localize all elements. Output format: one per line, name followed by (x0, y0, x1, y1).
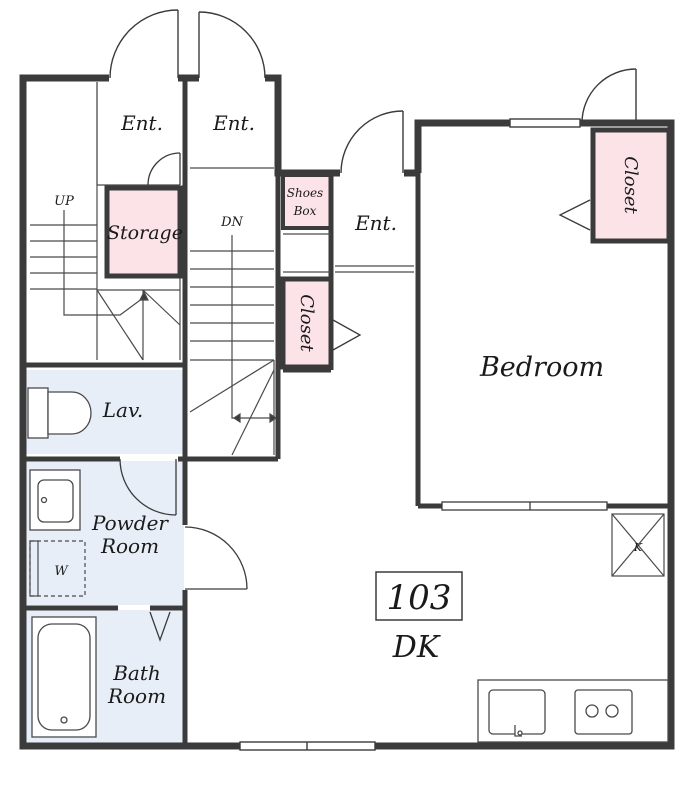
bathtub (31, 616, 97, 738)
storage-closet (104, 185, 183, 279)
shoes-box-label-line1: Shoes (287, 186, 323, 200)
bedroom-label: Bedroom (479, 352, 604, 383)
entry-doors (109, 9, 637, 174)
entrance-label-right: Ent. (354, 211, 397, 235)
unit-number-box (375, 571, 463, 621)
powder-room-label-line2: Room (100, 534, 159, 558)
lavatory-label: Lav. (102, 398, 144, 422)
windows (239, 118, 581, 751)
kitchen-marker-label: K (633, 541, 643, 554)
stair-up-label: UP (54, 194, 74, 209)
entrance-edges (96, 82, 414, 273)
toilet (27, 387, 92, 439)
entrance-label-middle: Ent. (212, 111, 255, 135)
washer-label: W (54, 564, 69, 579)
entrance-label-left: Ent. (120, 111, 163, 135)
stair-down (189, 235, 278, 456)
unit-number: 103 (387, 578, 452, 618)
storage-label: Storage (107, 222, 183, 244)
wash-basin (29, 469, 81, 531)
powder-room-label-line1: Powder (91, 511, 169, 535)
bathroom-label-line2: Room (107, 684, 166, 708)
washer-space (29, 540, 86, 597)
unit-type-label: DK (392, 630, 441, 665)
refrigerator-space (611, 513, 665, 577)
stair-down-label: DN (220, 215, 243, 230)
shoes-box-label-line2: Box (293, 204, 317, 218)
kitchen-counter (477, 679, 669, 743)
hall-closet-label: Closet (296, 294, 317, 352)
hall-closet (280, 276, 334, 370)
interior-doors (119, 152, 591, 642)
bedroom-closet-label: Closet (620, 156, 641, 214)
stair-up (30, 185, 181, 361)
bathroom-label-line1: Bath (112, 661, 161, 685)
bedroom-sliding-door (441, 501, 608, 511)
shoes-box (281, 173, 333, 230)
